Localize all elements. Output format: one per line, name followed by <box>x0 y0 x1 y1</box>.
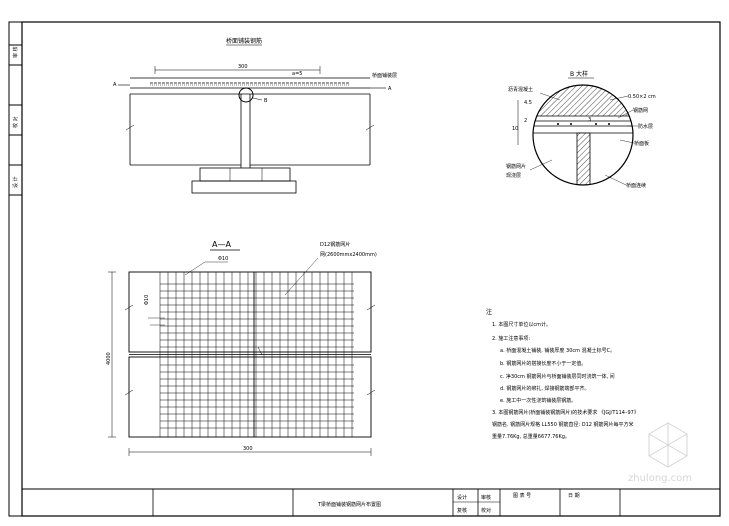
plan-mesh-label: D12钢筋网片 <box>320 241 350 248</box>
review-label-3: 审核 <box>481 494 491 501</box>
plan-width-dim: 300 <box>243 446 253 452</box>
notes-line-2: a. 桥面混凝土铺装, 铺装厚度 30cm 混凝土标号C。 <box>500 347 615 354</box>
plan-side-label: Φ10 <box>144 295 150 305</box>
side-strip-label-3: 设 计 <box>12 176 19 188</box>
drawing-no-label: 图 表 号 <box>513 492 531 499</box>
review-label-2: 复核 <box>457 507 467 514</box>
watermark-brand: zhulong.com <box>628 473 692 484</box>
detail-note-0: 0.50×2 cm <box>628 94 656 100</box>
plan-title: A—A <box>212 240 231 249</box>
notes-line-5: d. 钢筋网片的绑扎, 焊接钢筋端部平齐。 <box>500 385 590 392</box>
detail-note-1: 沥青混凝土 <box>508 86 533 93</box>
notes-line-6: e. 施工中一次性浇筑铺装层钢筋。 <box>500 397 576 404</box>
detail-note-4: 桥面板 <box>634 140 649 147</box>
notes-line-0: 1. 本图尺寸单位以cm计。 <box>492 321 551 328</box>
elevation-width-dim: 300 <box>238 64 248 70</box>
watermark: zhulong.com <box>628 422 692 484</box>
detail-note-6: 现浇层 <box>506 172 521 179</box>
notes-head: 注 <box>486 308 492 316</box>
drawing-name: T梁桥面铺装钢筋网片布置图 <box>317 501 381 508</box>
elevation-view: 桥面铺装钢筋 300 a=5 A A 桥面铺装层 B <box>113 37 397 194</box>
side-strip-label-2: 校 对 <box>12 116 19 128</box>
detail-dim-1: 10 <box>512 126 518 132</box>
elevation-title: 桥面铺装钢筋 <box>226 37 262 45</box>
detail-note-5: 钢筋网片 <box>506 163 526 170</box>
notes-line-8: 钢筋名. 钢筋网片规格 LL550 钢筋直径: D12 钢筋网片每平方米 <box>492 421 634 428</box>
plan-view: A—A Φ10 D12钢筋网片 网(2600mmx2400mm) Φ10 400… <box>106 240 377 456</box>
side-strip: 审 核 校 对 设 计 <box>8 22 23 205</box>
detail-note-7: 桥面连续 <box>626 182 646 189</box>
detail-b-view: B 大样 10 4.5 2 3 0.50×2 cm <box>506 70 656 189</box>
title-block: T梁桥面铺装钢筋网片布置图 设计 复核 审核 校对 图 表 号 日 期 <box>22 488 720 516</box>
detail-dim-2: 4.5 <box>524 100 532 106</box>
detail-dim-small: 3 <box>588 117 591 123</box>
notes-line-9: 重量7.76Kg, 总重量6677.76Kg。 <box>492 433 570 440</box>
detail-note-2: 钢筋网 <box>633 107 648 114</box>
date-label: 日 期 <box>568 493 580 499</box>
review-label-4: 校对 <box>481 507 491 514</box>
notes-block: 注 1. 本图尺寸单位以cm计。 2. 施工注意事项: a. 桥面混凝土铺装, … <box>486 308 639 440</box>
notes-line-7: 3. 本图钢筋网片(桥面铺装钢筋网片)的技术要求 《JGJ/T114–97》 <box>492 409 639 416</box>
detail-title: B 大样 <box>570 70 588 78</box>
section-mark-left: A <box>113 82 117 88</box>
drawing-frame <box>21 21 721 517</box>
side-strip-label-1: 审 核 <box>12 46 19 58</box>
detail-dim-3: 2 <box>524 118 527 124</box>
notes-line-3: b. 钢筋网片的搭接长度不小于一定值。 <box>500 360 586 367</box>
section-mark-right: A <box>388 86 392 92</box>
notes-line-1: 2. 施工注意事项: <box>492 335 530 342</box>
detail-callout-label: B <box>264 98 268 104</box>
elevation-side-label: 桥面铺装层 <box>372 72 397 79</box>
plan-mesh-size: 网(2600mmx2400mm) <box>320 252 377 258</box>
detail-note-3: 防水层 <box>638 123 653 130</box>
plan-rebar-label: Φ10 <box>218 256 228 262</box>
review-label-1: 设计 <box>457 494 467 501</box>
elevation-layer-label: a=5 <box>292 71 302 77</box>
notes-line-4: c. 净30cm 钢筋网片与桥面铺装层同时浇筑一体, 间 <box>500 373 615 380</box>
plan-height-dim: 4000 <box>106 352 112 365</box>
